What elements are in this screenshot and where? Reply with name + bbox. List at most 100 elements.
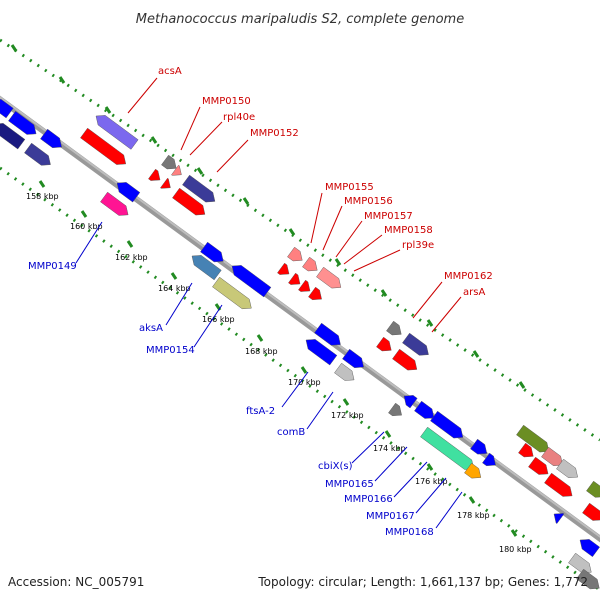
gene-label-mmp0155[interactable]: MMP0155: [325, 182, 374, 193]
ruler-tick: [242, 197, 250, 205]
gene-label-mmp0152[interactable]: MMP0152: [250, 128, 299, 139]
ruler-tick-label: 160 kbp: [70, 222, 103, 231]
ruler-labels: 158 kbp 160 kbp 162 kbp 164 kbp 166 kbp …: [26, 192, 532, 554]
gene-label-acsA[interactable]: acsA: [158, 66, 182, 77]
gene-arrow: [231, 265, 272, 298]
gene-arrow: [464, 462, 482, 479]
ruler-tick: [38, 180, 46, 188]
gene-arrow: [556, 458, 578, 478]
gene-arrow: [171, 164, 182, 176]
backbone-highlight: [0, 96, 600, 538]
gene-arrow: [541, 446, 563, 466]
ruler-tick-label: 178 kbp: [457, 511, 490, 520]
ruler-tick-label: 168 kbp: [245, 347, 278, 356]
gene-label-mmp0166[interactable]: MMP0166: [344, 494, 393, 505]
ruler-tick: [426, 463, 434, 471]
gene-arrow: [403, 395, 418, 409]
accession-text: Accession: NC_005791: [8, 575, 144, 589]
gene-arrow: [288, 272, 301, 285]
gene-arrow: [148, 168, 161, 181]
gene-arrow: [402, 332, 429, 356]
gene-label-arsA[interactable]: arsA: [463, 287, 485, 298]
gene-arrow: [579, 539, 600, 557]
gene-label-mmp0157[interactable]: MMP0157: [364, 211, 413, 222]
gene-arrow: [160, 177, 171, 189]
gene-arrow: [0, 99, 14, 119]
gene-arrow: [308, 286, 322, 301]
gene-arrow: [302, 256, 318, 272]
gene-label-mmp0167[interactable]: MMP0167: [366, 511, 415, 522]
gene-arrow: [470, 438, 488, 455]
ruler-tick: [510, 529, 518, 537]
gene-label-cbiXs[interactable]: cbiX(s): [318, 461, 353, 472]
ruler-tick: [380, 289, 388, 297]
ruler-tick: [170, 272, 178, 280]
topology-text: Topology: circular; Length: 1,661,137 bp…: [257, 575, 588, 589]
feature-layer: [0, 99, 600, 590]
gene-arrow: [482, 452, 496, 467]
gene-arrow: [553, 513, 565, 524]
gene-arrow: [544, 472, 573, 497]
ruler-tick-label: 166 kbp: [202, 315, 235, 324]
ruler-tick: [104, 106, 112, 114]
gene-label-mmp0162[interactable]: MMP0162: [444, 271, 493, 282]
gene-arrow: [80, 127, 127, 165]
gene-arrow: [287, 246, 303, 262]
gene-label-mmp0156[interactable]: MMP0156: [344, 196, 393, 207]
ruler-tick: [384, 430, 392, 438]
gene-arrow: [528, 456, 549, 475]
ruler-tick-label: 172 kbp: [331, 411, 364, 420]
genome-track: [0, 38, 600, 592]
ruler-tick: [150, 136, 158, 144]
gene-arrow: [95, 115, 139, 150]
gene-arrow: [388, 402, 402, 417]
ruler-tick: [300, 366, 308, 374]
gene-label-aksA[interactable]: aksA: [139, 323, 163, 334]
ruler-tick: [334, 258, 342, 266]
ruler-tick: [80, 210, 88, 218]
ruler-tick: [342, 398, 350, 406]
gene-label-mmp0158[interactable]: MMP0158: [384, 225, 433, 236]
gene-arrow: [212, 276, 252, 310]
ruler-tick: [256, 334, 264, 342]
gene-arrow: [334, 362, 355, 381]
gene-arrow: [191, 255, 222, 281]
gene-arrow: [314, 322, 341, 346]
gene-arrow: [298, 279, 311, 292]
gene-label-comB[interactable]: comB: [277, 427, 305, 438]
gene-arrow: [582, 502, 600, 521]
gene-label-ftsA-2[interactable]: ftsA-2: [246, 406, 275, 417]
gene-label-mmp0150[interactable]: MMP0150: [202, 96, 251, 107]
gene-arrow: [518, 442, 534, 458]
gene-arrow: [182, 174, 216, 203]
gene-arrow: [40, 128, 62, 148]
gene-arrow: [586, 480, 600, 498]
forward-gene-labels: acsA MMP0150 rpl40e MMP0152 MMP0155 MMP0…: [158, 66, 493, 298]
gene-label-rpl39e[interactable]: rpl39e: [402, 240, 434, 251]
ruler-tick: [468, 496, 476, 504]
gene-arrow: [277, 262, 290, 275]
gene-arrow: [414, 400, 435, 419]
gene-arrow: [376, 336, 392, 352]
ruler-tick: [426, 319, 434, 327]
gene-arrow: [8, 110, 37, 135]
ruler-tick: [518, 381, 526, 389]
gene-label-rpl40e[interactable]: rpl40e: [223, 112, 255, 123]
ruler-tick: [10, 44, 18, 52]
gene-label-mmp0165[interactable]: MMP0165: [325, 479, 374, 490]
ruler-tick: [472, 350, 480, 358]
reverse-gene-labels: MMP0149 aksA MMP0154 ftsA-2 comB cbiX(s)…: [28, 261, 434, 538]
ruler-tick-label: 162 kbp: [115, 253, 148, 262]
gene-arrow: [116, 182, 141, 203]
gene-label-mmp0154[interactable]: MMP0154: [146, 345, 195, 356]
gene-label-mmp0149[interactable]: MMP0149: [28, 261, 77, 272]
gene-arrow: [161, 154, 177, 170]
label-leader-lines: [75, 77, 463, 529]
gene-arrow: [342, 348, 364, 368]
backbone-shadow: [0, 95, 600, 543]
ruler-tick: [288, 228, 296, 236]
gene-label-mmp0168[interactable]: MMP0168: [385, 527, 434, 538]
ruler-tick-label: 164 kbp: [158, 284, 191, 293]
gene-arrow: [24, 142, 51, 166]
ruler-tick-label: 170 kbp: [288, 378, 321, 387]
